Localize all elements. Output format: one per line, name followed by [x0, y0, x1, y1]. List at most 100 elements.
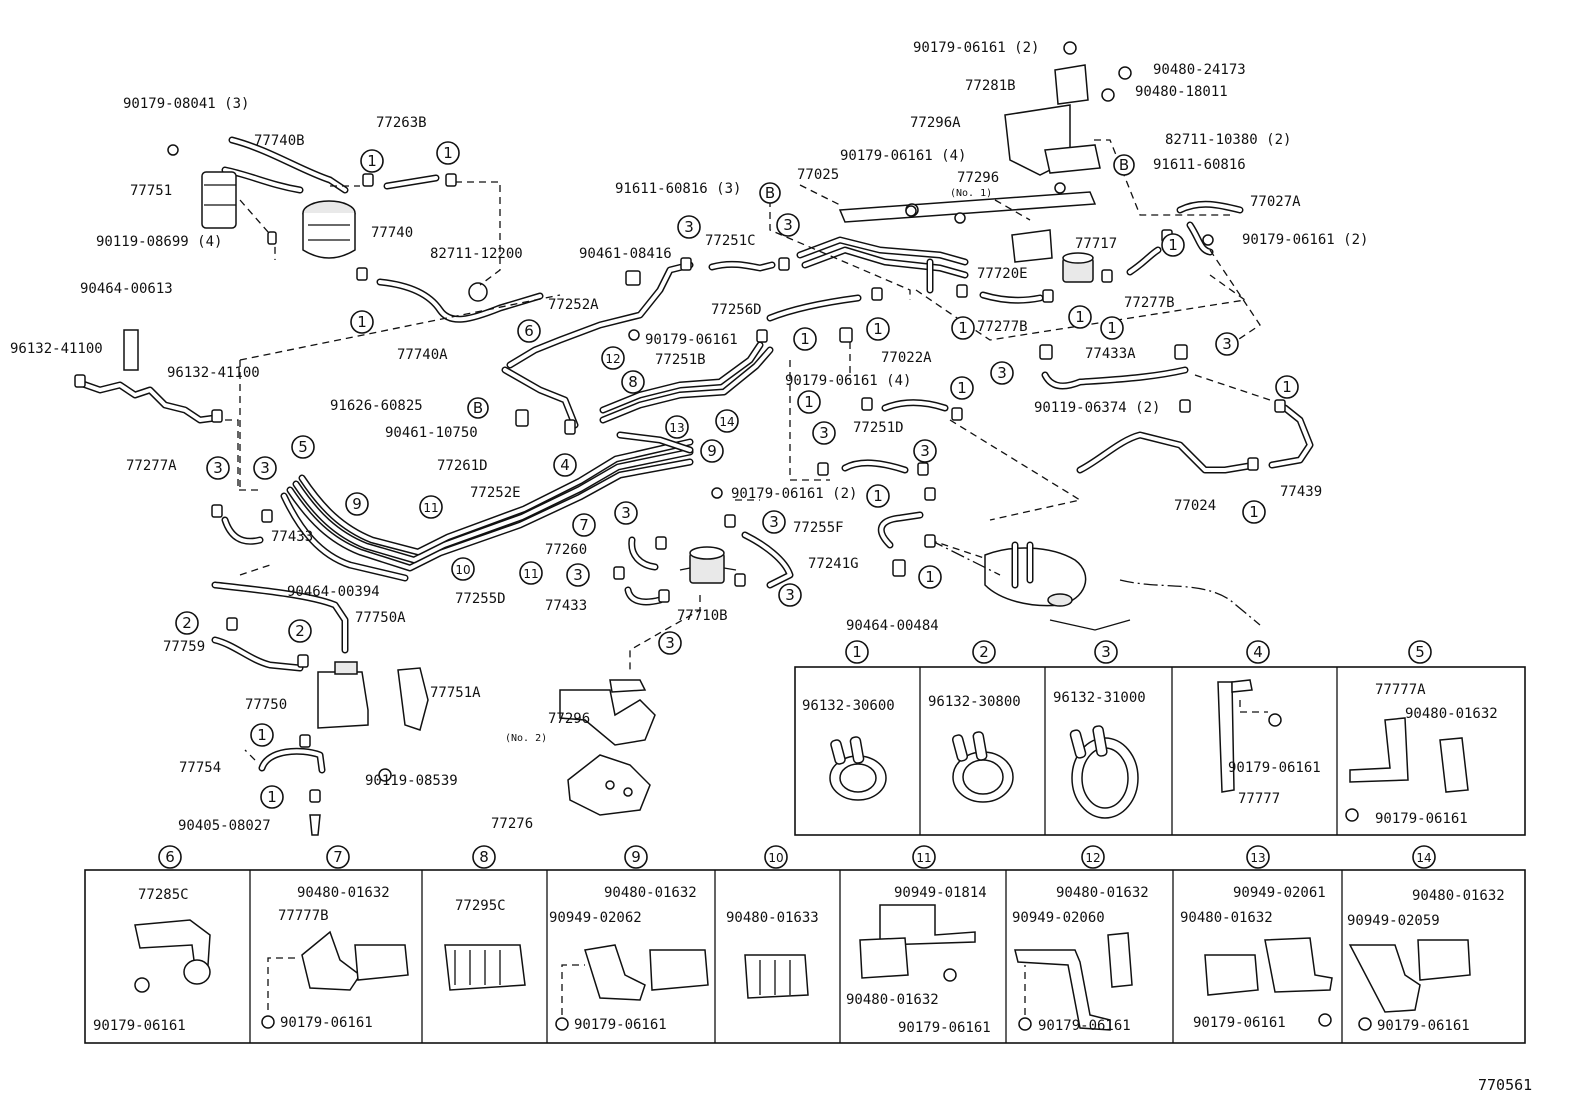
legend-part-number: 90480-01632: [1180, 910, 1273, 926]
marker-circle: [950, 376, 974, 400]
marker-circle: [918, 565, 942, 589]
marker-number: 2: [979, 643, 989, 661]
reference-marker: 2: [175, 611, 199, 635]
marker-circle: [467, 397, 489, 419]
legend-key-marker: 9: [624, 845, 648, 869]
marker-number: 6: [524, 322, 534, 340]
marker-number: 11: [423, 501, 438, 515]
part-number-label: 77027A: [1250, 194, 1301, 210]
part-number-label: 82711-12200: [430, 246, 523, 262]
marker-number: 1: [267, 788, 277, 806]
legend-part-number: 77285C: [138, 887, 189, 903]
part-number-label: 77740B: [254, 133, 305, 149]
part-number-label: 90405-08027: [178, 818, 271, 834]
reference-marker: 3: [913, 439, 937, 463]
part-number-label: 91611-60816: [1153, 157, 1246, 173]
marker-circle: [990, 361, 1014, 385]
legend-part-number: 90480-01632: [297, 885, 390, 901]
part-number-label: 90464-00394: [287, 584, 380, 600]
marker-circle: [793, 327, 817, 351]
part-number-label: 77277B: [977, 319, 1028, 335]
part-number-label: 90464-00613: [80, 281, 173, 297]
marker-number: 3: [997, 364, 1007, 382]
reference-marker: 9: [700, 439, 724, 463]
part-number-label: 77296: [548, 711, 590, 727]
reference-marker: 3: [206, 456, 230, 480]
legend-key-marker: 2: [972, 640, 996, 664]
reference-marker: 1: [866, 484, 890, 508]
reference-marker: 9: [345, 492, 369, 516]
reference-marker: 1: [1068, 305, 1092, 329]
part-number-label: 90119-08699 (4): [96, 234, 222, 250]
marker-number: B: [473, 399, 483, 417]
legend-part-number: 90949-02059: [1347, 913, 1440, 929]
marker-number: 1: [873, 487, 883, 505]
part-number-label: 91626-60825: [330, 398, 423, 414]
marker-circle: [776, 213, 800, 237]
marker-circle: [762, 510, 786, 534]
part-number-label: 77296A: [910, 115, 961, 131]
part-number-label: 90464-00484: [846, 618, 939, 634]
legend-key-marker: 10: [764, 845, 788, 869]
part-number-label: 77025: [797, 167, 839, 183]
legend-key-marker: 8: [472, 845, 496, 869]
marker-number: 8: [479, 848, 489, 866]
marker-circle: [360, 149, 384, 173]
reference-marker: 1: [260, 785, 284, 809]
marker-circle: [866, 484, 890, 508]
marker-number: 1: [257, 726, 267, 744]
legend-part-number: 90949-02061: [1233, 885, 1326, 901]
reference-marker: 14: [715, 409, 739, 433]
marker-circle: [253, 456, 277, 480]
reference-marker: 1: [1242, 500, 1266, 524]
marker-circle: [519, 561, 543, 585]
part-number-label: 77433: [271, 529, 313, 545]
marker-number: 7: [333, 848, 343, 866]
part-number-label: 77296: [957, 170, 999, 186]
reference-marker: 7: [572, 513, 596, 537]
marker-circle: [572, 513, 596, 537]
marker-circle: [614, 501, 638, 525]
reference-marker: 1: [436, 141, 460, 165]
marker-circle: [812, 421, 836, 445]
legend-key-marker: 14: [1412, 845, 1436, 869]
part-number-label: 90179-06161 (2): [913, 40, 1039, 56]
marker-number: 11: [916, 851, 931, 865]
marker-number: 1: [367, 152, 377, 170]
marker-number: 14: [1416, 851, 1431, 865]
marker-circle: [715, 409, 739, 433]
reference-marker: 11: [419, 495, 443, 519]
marker-circle: [972, 640, 996, 664]
marker-number: 1: [800, 330, 810, 348]
reference-marker: 3: [778, 583, 802, 607]
legend-part-number: 90480-01632: [1412, 888, 1505, 904]
marker-number: 2: [295, 622, 305, 640]
marker-number: 13: [669, 421, 684, 435]
marker-circle: [288, 619, 312, 643]
marker-number: 4: [560, 456, 570, 474]
legend-part-number: 90179-06161: [574, 1017, 667, 1033]
legend-part-number: 90179-06161: [1377, 1018, 1470, 1034]
part-number-label: 77251D: [853, 420, 904, 436]
reference-marker: 3: [253, 456, 277, 480]
part-number-label: 77751A: [430, 685, 481, 701]
reference-marker: 13: [665, 415, 689, 439]
marker-circle: [158, 845, 182, 869]
legend-part-number: 77777A: [1375, 682, 1426, 698]
marker-circle: [566, 563, 590, 587]
marker-number: 4: [1253, 643, 1263, 661]
marker-number: 1: [852, 643, 862, 661]
legend-key-marker: 4: [1246, 640, 1270, 664]
marker-circle: [624, 845, 648, 869]
marker-circle: [1408, 640, 1432, 664]
legend-key-marker: 11: [912, 845, 936, 869]
marker-circle: [1246, 640, 1270, 664]
marker-circle: [1412, 845, 1436, 869]
legend-key-marker: 12: [1081, 845, 1105, 869]
marker-number: 3: [260, 459, 270, 477]
marker-number: B: [1119, 156, 1129, 174]
marker-number: 8: [628, 373, 638, 391]
marker-number: 1: [1075, 308, 1085, 326]
part-number-label: 77260: [545, 542, 587, 558]
